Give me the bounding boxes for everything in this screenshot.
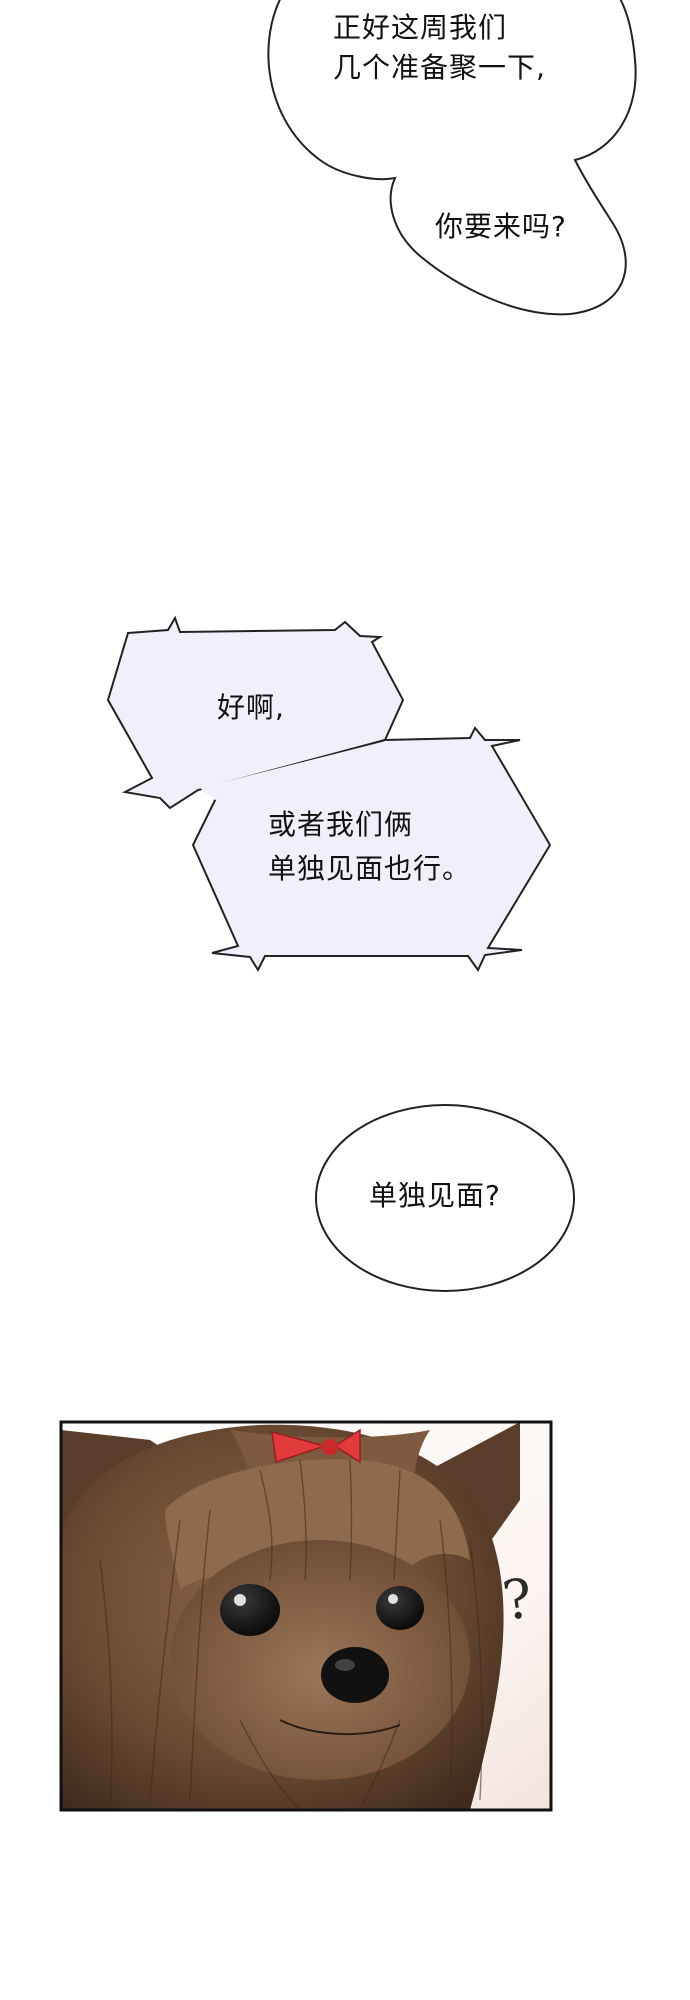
invite-line-1: 正好这周我们: [333, 11, 508, 44]
meet-alone-bubble-shape: [315, 1104, 575, 1292]
invite-line-2: 几个准备聚一下,: [333, 51, 546, 84]
dog-mouth: [279, 1719, 401, 1736]
dog-left-eye: [220, 1584, 280, 1636]
shout-bubble-join: [200, 742, 394, 800]
dog-fur-strands: [99, 1459, 483, 1810]
invite-question: 你要来吗?: [435, 210, 567, 243]
reply-line-2: 单独见面也行。: [268, 852, 472, 885]
invite-bubble-shape: [267, 0, 637, 316]
bow-icon: [271, 1428, 361, 1464]
meet-alone-question: 单独见面?: [369, 1179, 501, 1212]
panel-border: [59, 1420, 553, 1812]
shout-bubble-upper-shape: [106, 615, 405, 810]
reply-line-1: 或者我们俩: [268, 808, 414, 841]
reply-ok: 好啊,: [217, 691, 285, 724]
dog-face: [170, 1540, 470, 1780]
dog-right-eye: [376, 1586, 424, 1630]
dog-nose: [321, 1647, 389, 1703]
shout-bubble-lower-shape: [191, 726, 552, 973]
